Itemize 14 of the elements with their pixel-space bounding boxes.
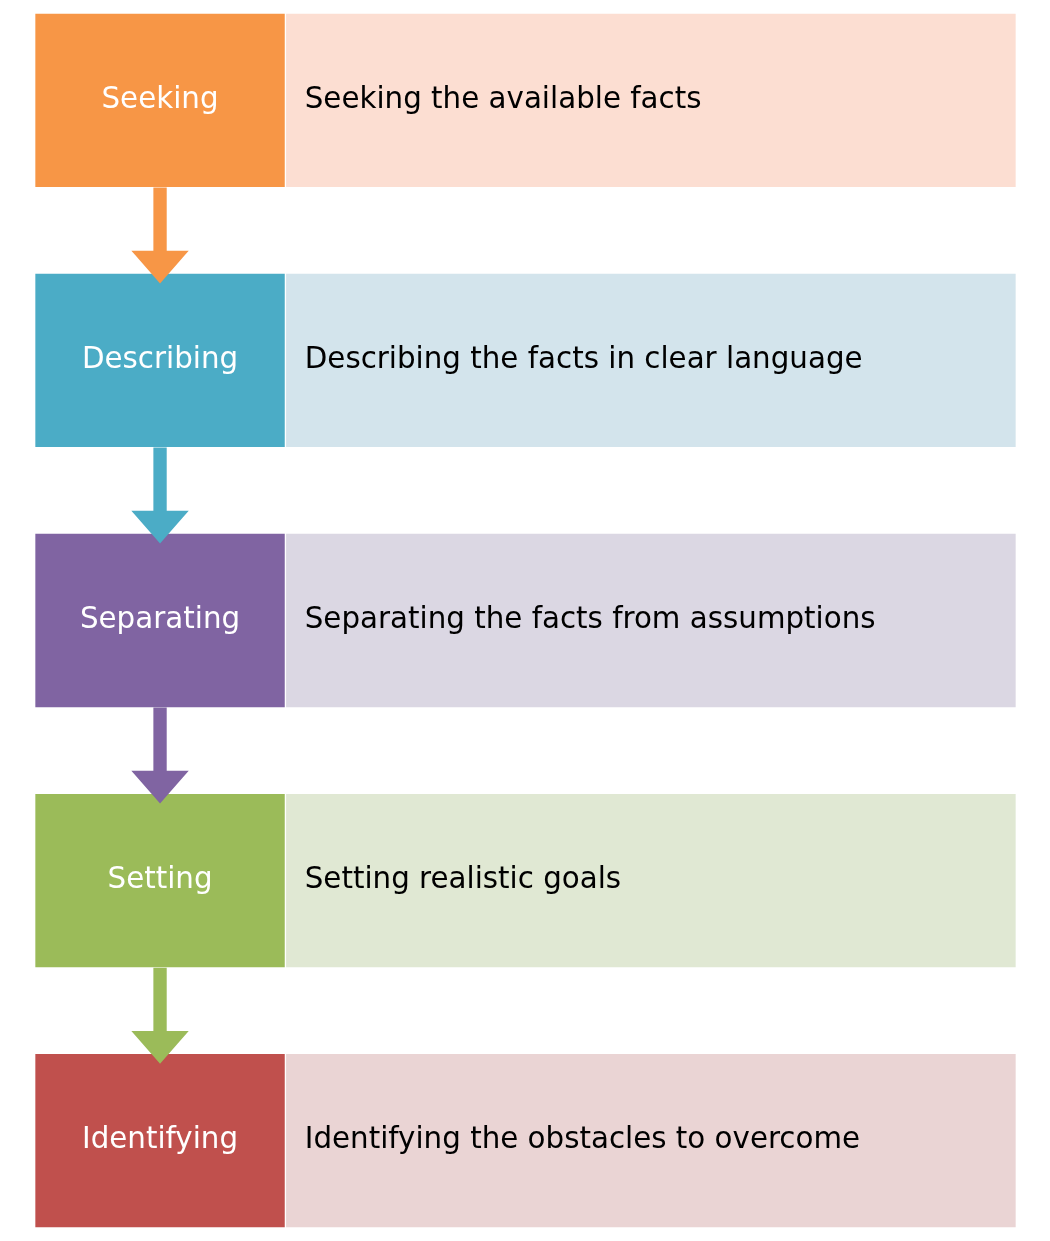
node-box: Setting xyxy=(34,793,285,968)
arrow xyxy=(130,447,189,544)
node-box: Seeking xyxy=(34,13,285,187)
node-box: Identifying xyxy=(34,1054,285,1228)
arrow xyxy=(130,187,189,284)
node-box: Seeking the available facts xyxy=(285,13,1016,187)
node-box: Setting realistic goals xyxy=(285,793,1016,968)
node-box: Separating the facts from assumptions xyxy=(285,533,1016,708)
node-box: Identifying the obstacles to overcome xyxy=(285,1054,1016,1228)
arrow xyxy=(130,707,189,804)
node-box: Separating xyxy=(34,533,285,708)
node-box: Describing the facts in clear language xyxy=(285,273,1016,448)
arrow xyxy=(130,967,189,1064)
node-box: Describing xyxy=(34,273,285,448)
